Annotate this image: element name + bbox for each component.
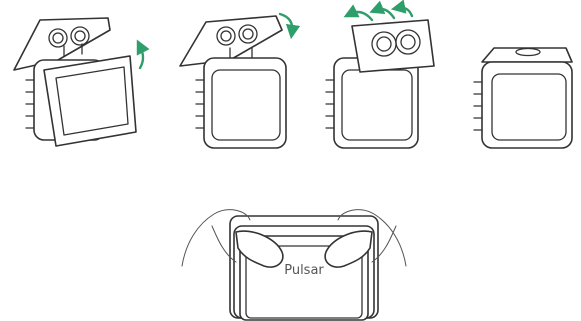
hands-illustration: Pulsar bbox=[181, 209, 407, 321]
step-4-illustration bbox=[473, 47, 573, 149]
curved-arrow-icon bbox=[278, 12, 301, 40]
step-1-illustration bbox=[13, 17, 150, 147]
curved-arrow-icon bbox=[343, 4, 374, 22]
step-2-illustration bbox=[179, 12, 301, 149]
curved-arrow-icon bbox=[390, 0, 414, 18]
screen-label: Pulsar bbox=[284, 263, 324, 278]
curved-arrow-icon bbox=[136, 39, 150, 70]
step-3-illustration bbox=[325, 0, 435, 149]
curved-arrow-icon bbox=[369, 0, 396, 20]
